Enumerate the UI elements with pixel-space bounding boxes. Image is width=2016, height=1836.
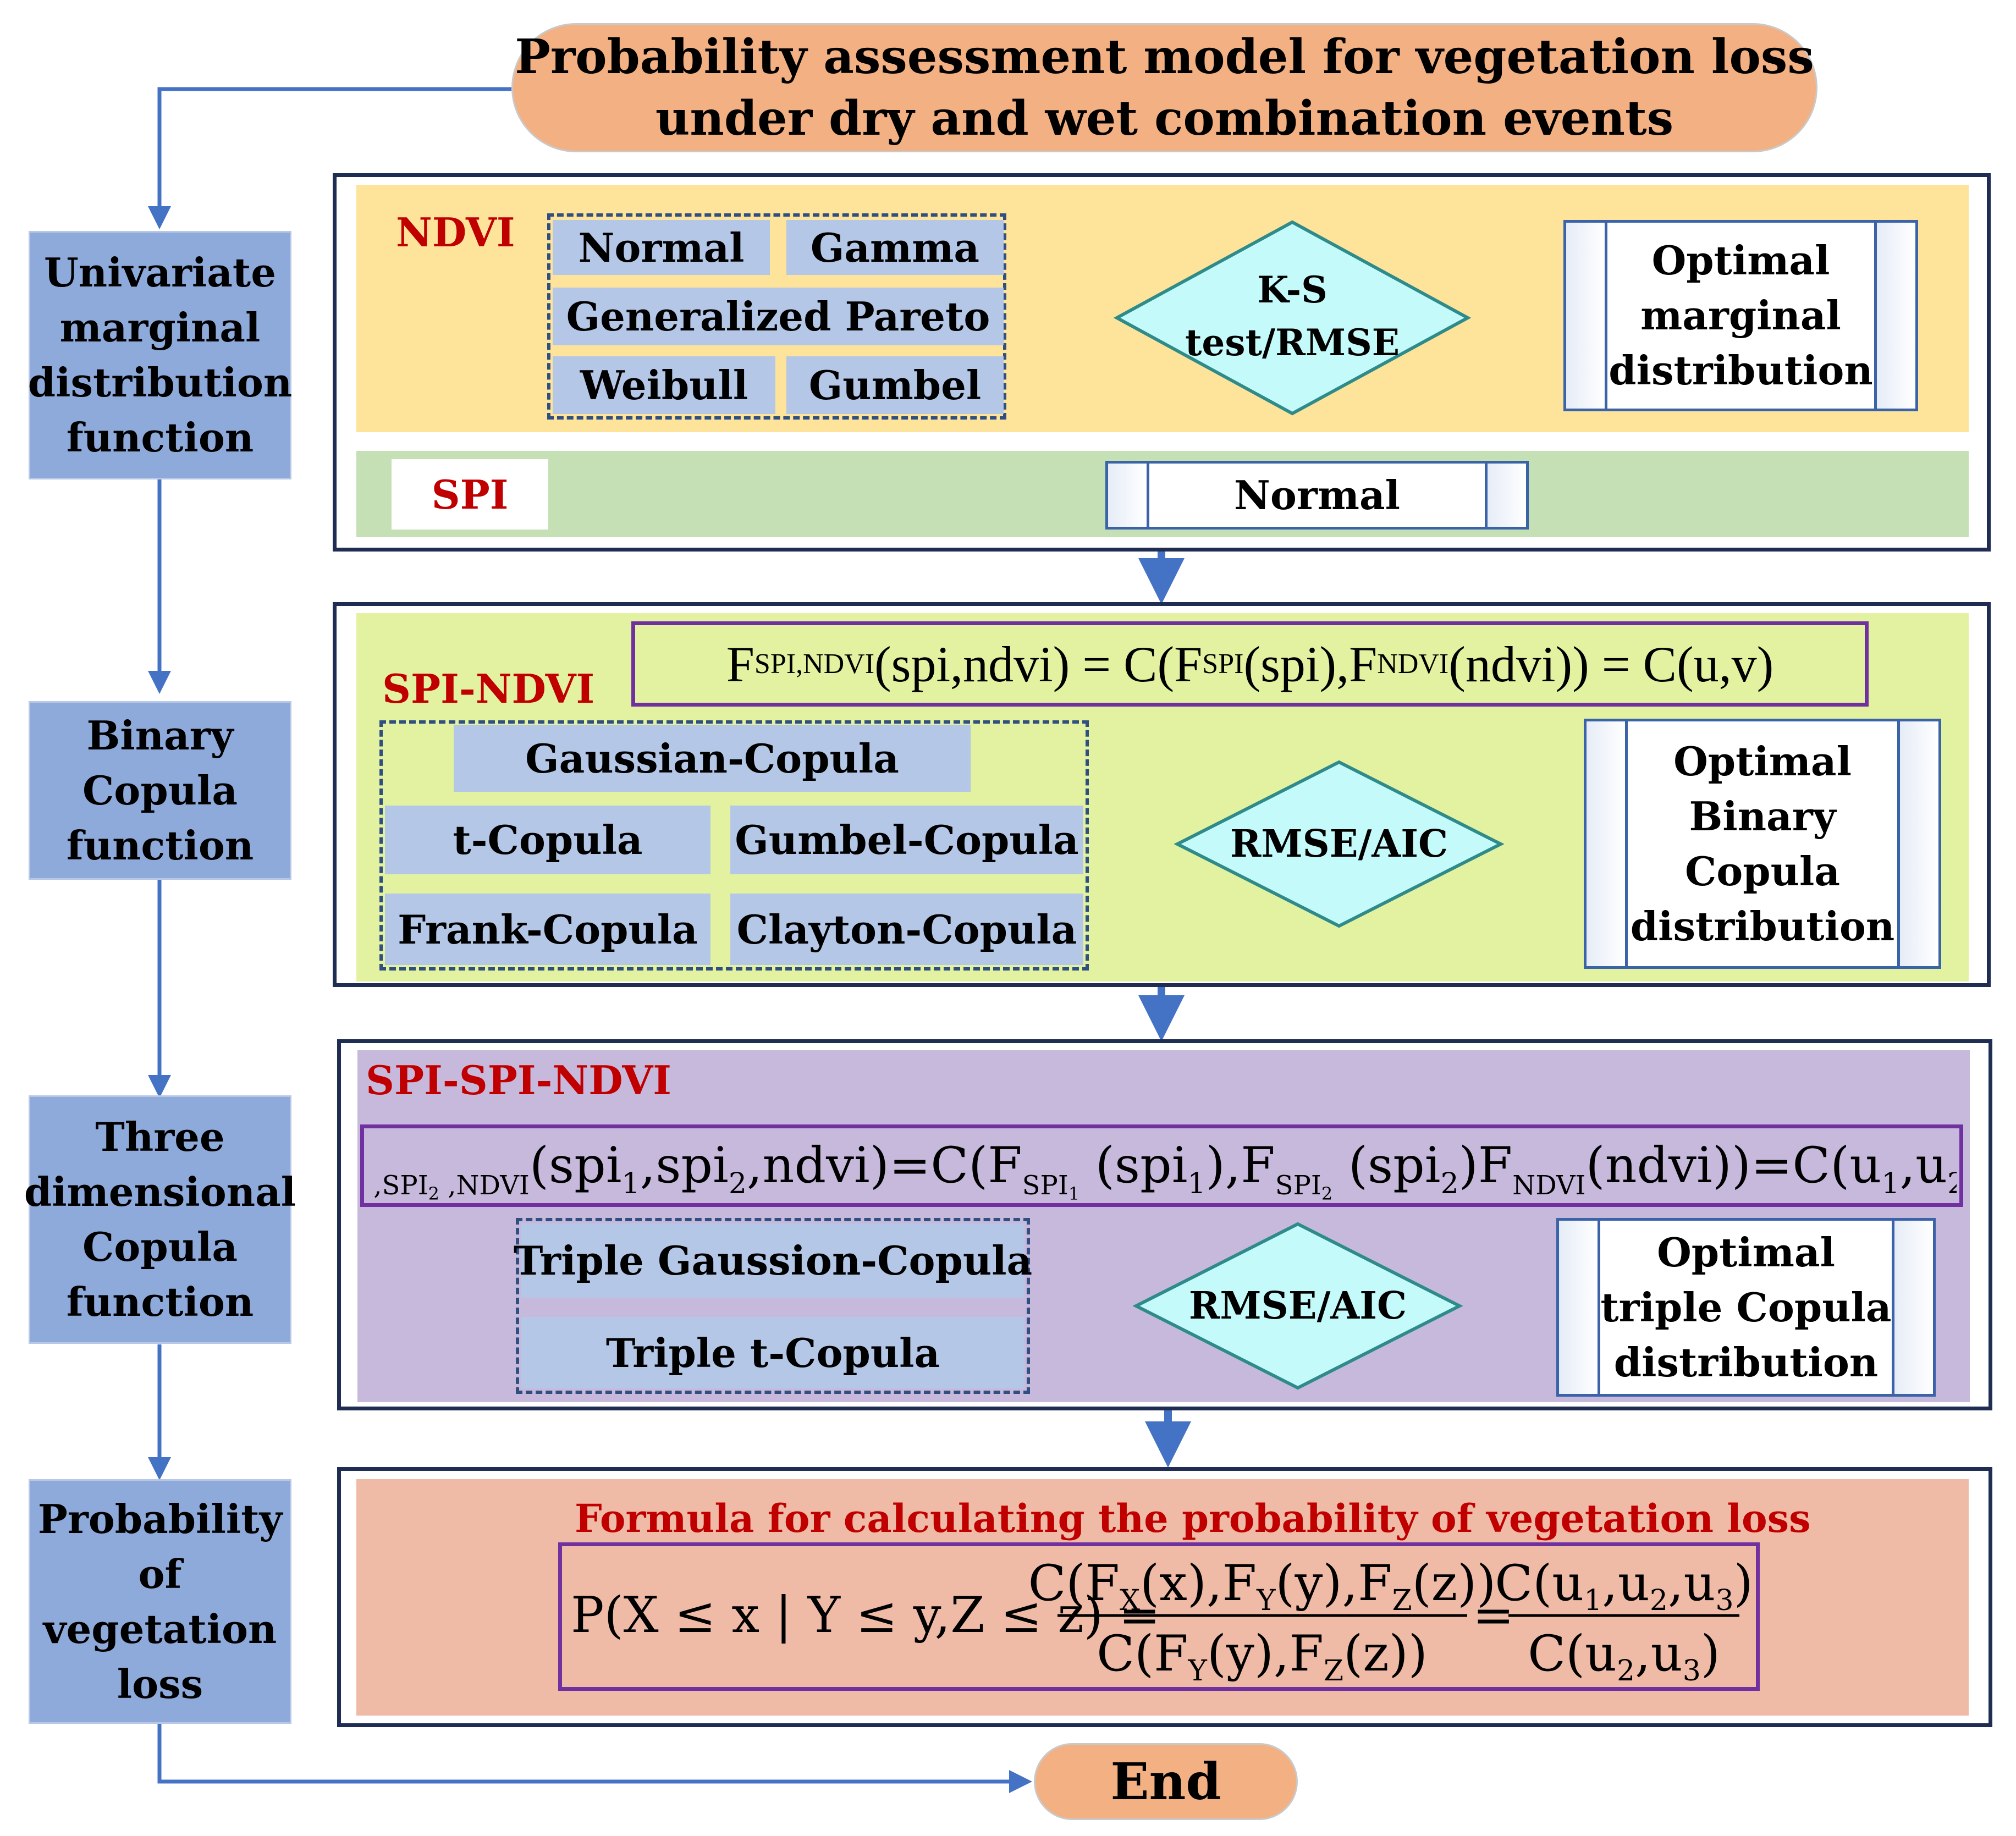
label-spi: SPI <box>392 459 548 530</box>
formula-prob-eq: = <box>1473 1586 1514 1644</box>
candidate-frank-copula: Frank-Copula <box>385 894 710 965</box>
triple-candidate-group <box>516 1218 1030 1394</box>
sidebar-text: Three <box>95 1113 225 1160</box>
title-line-1: Probability assessment model for vegetat… <box>515 29 1814 85</box>
sidebar-text: dimensional <box>24 1168 296 1215</box>
candidate-triple-gaussion-copula: Triple Gaussion-Copula <box>514 1223 1032 1298</box>
formula-prob-num2: C(u1,u2,u3) <box>1495 1554 1753 1617</box>
formula-triple-svg: FSPI1 ,SPI2 ,NDVI(spi1,spi2,ndvi)=C(FSPI… <box>367 1137 1957 1204</box>
optimal-text: distribution <box>1613 1338 1879 1386</box>
spi-normal-box: Normal <box>1105 461 1529 530</box>
formula-prob-num1: C(FX(x),FY(y),FZ(z)) <box>1028 1554 1496 1617</box>
end-pill: End <box>1034 1743 1298 1820</box>
formula-triple: FSPI1 ,SPI2 ,NDVI(spi1,spi2,ndvi)=C(FSPI… <box>360 1124 1963 1207</box>
triple-test-text: RMSE/AIC <box>1189 1284 1407 1328</box>
label-probability-formula: Formula for calculating the probability … <box>575 1496 1811 1541</box>
title-pill: Probability assessment model for vegetat… <box>511 23 1817 152</box>
sidebar-text: loss <box>117 1660 203 1707</box>
label-spi-ndvi: SPI-NDVI <box>382 665 595 712</box>
ks-test-line-2: test/RMSE <box>1185 321 1400 364</box>
formula-probability-svg: P(X ≤ x | Y ≤ y,Z ≤ z) = C(FX(x),FY(y),F… <box>571 1554 1753 1688</box>
optimal-text: marginal <box>1640 292 1841 339</box>
candidate-weibull: Weibull <box>553 356 775 414</box>
sidebar-three-dimensional: Three dimensional Copula function <box>24 1095 296 1344</box>
sidebar-text: vegetation <box>43 1605 277 1652</box>
optimal-triple-box: Optimal triple Copula distribution <box>1556 1218 1936 1397</box>
formula-triple-text: FSPI1 ,SPI2 ,NDVI(spi1,spi2,ndvi)=C(FSPI… <box>367 1137 1957 1204</box>
sidebar-text: of <box>138 1550 182 1597</box>
binary-test-text: RMSE/AIC <box>1230 822 1448 866</box>
candidate-gaussian-copula: Gaussian-Copula <box>454 725 971 792</box>
optimal-text: Optimal <box>1657 1228 1835 1276</box>
sidebar-text: Copula <box>82 1223 238 1270</box>
optimal-text: Optimal <box>1673 737 1852 785</box>
candidate-gumbel-copula: Gumbel-Copula <box>730 806 1083 874</box>
arrow-probability-to-end <box>157 1724 1032 1793</box>
optimal-text: Binary <box>1689 792 1836 840</box>
binary-candidate-group <box>379 720 1089 971</box>
spi-normal-text: Normal <box>1234 471 1400 519</box>
label-ndvi: NDVI <box>396 209 515 256</box>
optimal-text: distribution <box>1630 902 1895 950</box>
formula-prob-den2: C(u2,u3) <box>1528 1625 1720 1688</box>
diamond-triple-test: RMSE/AIC <box>1133 1222 1463 1390</box>
sidebar-text: function <box>66 414 254 461</box>
arrow-title-to-univariate <box>148 87 511 229</box>
candidate-gumbel: Gumbel <box>786 356 1004 414</box>
diamond-binary-test: RMSE/AIC <box>1174 760 1504 928</box>
sidebar-text: Univariate <box>44 249 276 296</box>
diamond-ks-test: K-S test/RMSE <box>1114 220 1471 416</box>
sidebar-text: function <box>66 821 254 869</box>
label-spi-spi-ndvi: SPI-SPI-NDVI <box>366 1057 671 1104</box>
formula-prob-den1: C(FY(y),FZ(z)) <box>1097 1625 1428 1688</box>
title-line-2: under dry and wet combination events <box>655 90 1674 146</box>
candidate-clayton-copula: Clayton-Copula <box>730 894 1083 965</box>
sidebar-probability: Probability of vegetation loss <box>29 1479 291 1724</box>
sidebar-text: Probability <box>37 1495 283 1542</box>
sidebar-univariate: Univariate marginal distribution functio… <box>27 231 293 479</box>
optimal-marginal-box: Optimal marginal distribution <box>1563 220 1918 411</box>
candidate-normal: Normal <box>553 220 770 275</box>
band-probability <box>356 1479 1969 1716</box>
candidate-triple-t-copula: Triple t-Copula <box>521 1317 1024 1388</box>
sidebar-text: distribution <box>27 359 293 406</box>
candidate-t-copula: t-Copula <box>385 806 710 874</box>
ndvi-candidate-group <box>547 213 1006 420</box>
optimal-text: triple Copula <box>1600 1283 1892 1331</box>
optimal-binary-box: Optimal Binary Copula distribution <box>1584 719 1941 969</box>
ks-test-line-1: K-S <box>1257 268 1328 311</box>
sidebar-binary: Binary Copula function <box>29 701 291 880</box>
optimal-text: Optimal <box>1651 237 1830 284</box>
candidate-generalized-pareto: Generalized Pareto <box>553 288 1004 345</box>
sidebar-text: function <box>66 1278 254 1325</box>
optimal-text: Copula <box>1684 847 1840 895</box>
optimal-text: distribution <box>1609 347 1873 394</box>
sidebar-text: marginal <box>59 304 261 351</box>
sidebar-text: Binary <box>86 712 234 759</box>
candidate-gamma: Gamma <box>786 220 1004 275</box>
sidebar-text: Copula <box>82 767 238 814</box>
formula-probability: P(X ≤ x | Y ≤ y,Z ≤ z) = C(FX(x),FY(y),F… <box>558 1542 1760 1691</box>
